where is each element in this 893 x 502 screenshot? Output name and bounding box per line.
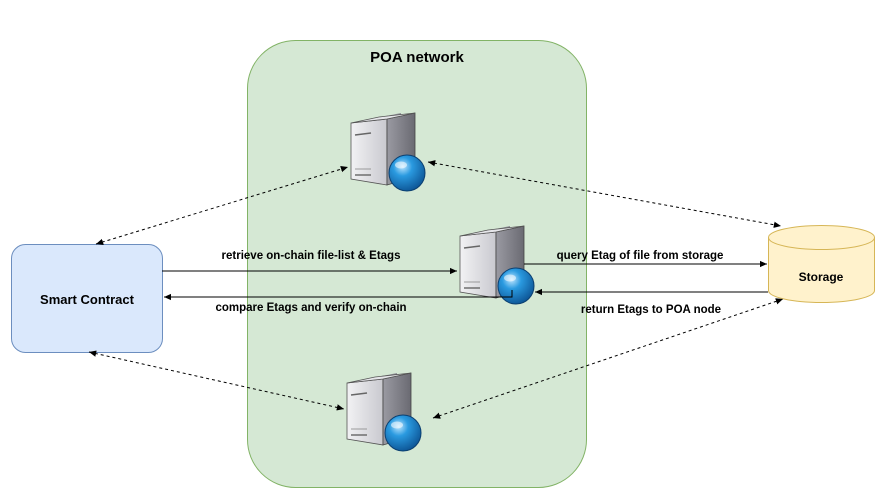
server-globe-icon [350,112,426,192]
link-bottom-node-storage [432,298,784,419]
storage-label: Storage [799,270,844,284]
edge-retrieve-label: retrieve on-chain file-list & Etags [222,250,401,262]
smart-contract-box [11,244,163,353]
edge-compare [164,290,513,301]
smart-contract-label: Smart Contract [40,292,135,307]
storage-cylinder [768,225,875,303]
poa-node-top [350,112,426,192]
edge-return-etags-label: return Etags to POA node [581,304,721,316]
edge-compare-label: compare Etags and verify on-chain [215,302,406,314]
poa-node-middle [459,225,535,305]
poa-node-bottom [346,372,422,452]
poa-network-title: POA network [370,49,464,66]
link-contract-top-node [95,166,349,245]
link-contract-bottom-node [88,350,345,411]
server-globe-icon [346,372,422,452]
edge-query-label: query Etag of file from storage [557,250,724,262]
server-globe-icon [459,225,535,305]
